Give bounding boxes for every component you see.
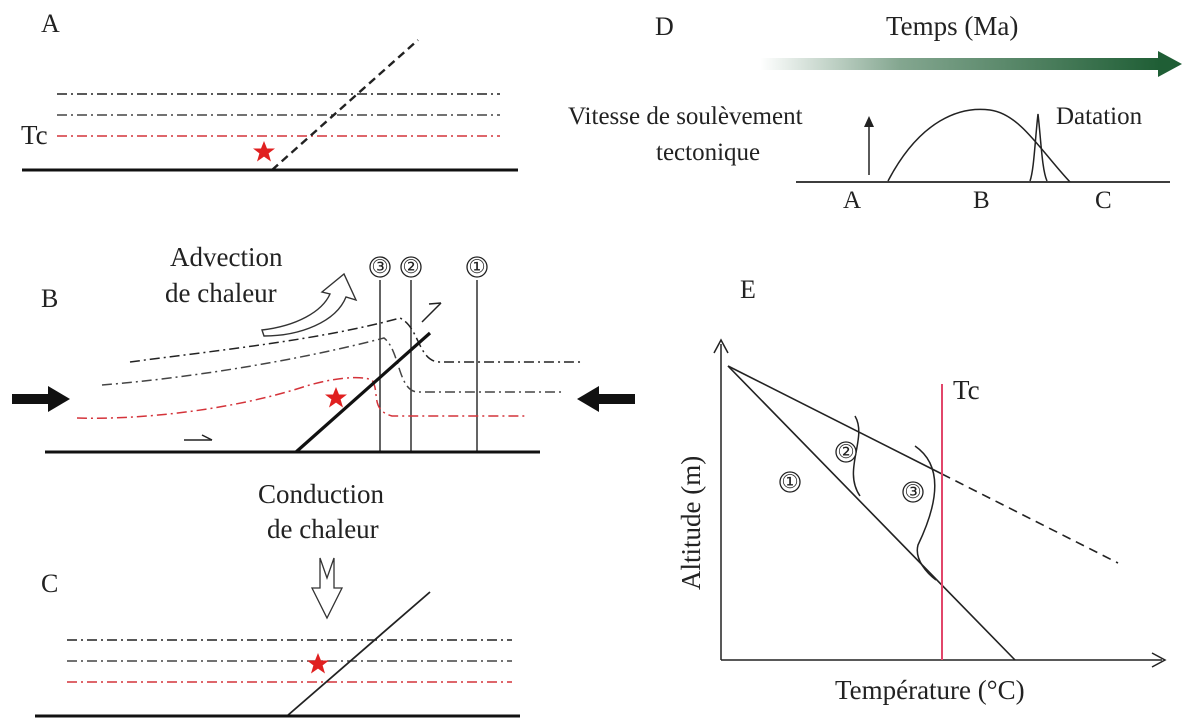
panel-b-letter: B [41, 284, 58, 313]
advection-label-line2: de chaleur [165, 278, 277, 308]
y-axis-label: Altitude (m) [676, 456, 706, 590]
sample-star-icon [307, 653, 329, 674]
uplift-axis-arrow-icon [864, 116, 874, 175]
compression-arrow-right-icon [577, 386, 635, 412]
conduction-label-line1: Conduction [258, 479, 384, 509]
uplift-rate-curve [887, 108, 1071, 183]
thrust-fault-line [294, 331, 432, 454]
panel-a: A Tc [21, 9, 518, 172]
panel-d-letter: D [655, 12, 674, 41]
advection-arrow-icon [261, 272, 358, 337]
marker-3: ③ [369, 256, 391, 278]
marker-1: ① [466, 256, 488, 278]
isotherm-line [129, 317, 582, 363]
isotherm-line [101, 337, 562, 393]
sample-star-icon [325, 387, 347, 408]
panel-a-letter: A [41, 9, 60, 38]
conduction-label-line2: de chaleur [267, 514, 379, 544]
marker-2: ② [400, 256, 422, 278]
time-axis-label: Temps (Ma) [886, 11, 1018, 41]
phase-label-b: B [973, 187, 990, 214]
svg-text:②: ② [837, 442, 854, 463]
svg-text:③: ③ [371, 257, 388, 278]
future-fault-dashed [271, 39, 419, 171]
geotherm-initial-line [727, 365, 1016, 661]
closure-isotherm-line [76, 376, 525, 419]
svg-text:①: ① [781, 472, 798, 493]
panel-c-letter: C [41, 569, 58, 598]
phase-label-a: A [843, 187, 861, 214]
tc-label: Tc [21, 120, 48, 150]
marker-2: ② [835, 441, 857, 463]
fault-line [286, 591, 431, 717]
conduction-arrow-icon [310, 557, 344, 620]
dating-label: Datation [1056, 103, 1143, 130]
svg-text:②: ② [402, 257, 419, 278]
lower-block-motion-icon [184, 434, 213, 441]
upper-block-motion-icon [421, 302, 442, 323]
uplift-label-line1: Vitesse de soulèvement [568, 103, 803, 130]
y-axis [713, 338, 729, 660]
advection-label-line1: Advection [170, 242, 283, 272]
phase-label-c: C [1095, 187, 1112, 214]
panel-c: Conduction de chaleur C [35, 479, 520, 718]
svg-text:③: ③ [904, 482, 921, 503]
time-arrow-icon [760, 51, 1182, 77]
compression-arrow-left-icon [12, 386, 70, 412]
geotherm-perturbed-line [727, 365, 943, 475]
svg-text:①: ① [468, 257, 485, 278]
sample-star-icon [253, 141, 275, 162]
geotherm-extrapolated-line [941, 473, 1119, 564]
tc-label: Tc [953, 375, 980, 405]
marker-1: ① [779, 471, 801, 493]
panel-b: B Advection de chaleur ③ ② ① [12, 242, 635, 454]
marker-3: ③ [902, 481, 924, 503]
profile-curve-3 [914, 445, 937, 581]
panel-d: D Temps (Ma) Vitesse de soulèvement tect… [568, 11, 1182, 214]
x-axis-label: Température (°C) [835, 675, 1025, 705]
uplift-label-line2: tectonique [656, 139, 760, 166]
panel-e: E Altitude (m) Température (°C) Tc ① ② [676, 275, 1167, 705]
panel-e-letter: E [740, 275, 756, 304]
dating-peak [1029, 113, 1048, 182]
